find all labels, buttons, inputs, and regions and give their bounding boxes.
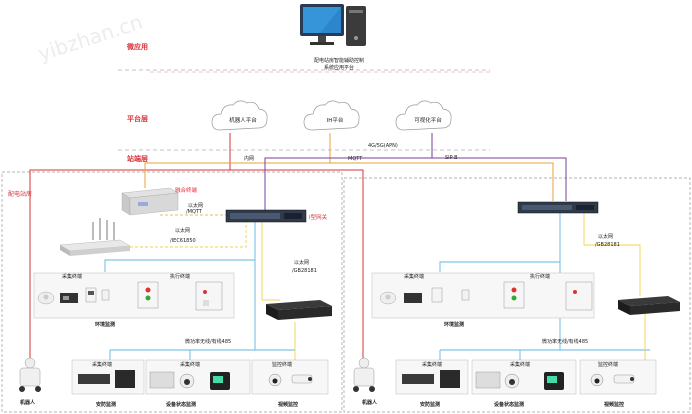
door-sensor-icon [101, 289, 110, 301]
red-link-left-robot [29, 133, 231, 360]
left-station-title: 配电站房 [8, 190, 32, 198]
link-rtu-gateway [130, 222, 247, 248]
collect-label-left: 采集终端 [62, 273, 82, 280]
iot-platform-cloud-icon [303, 100, 360, 131]
equip-collect-label-left: 采集终端 [180, 361, 200, 368]
app-platform-label-2: 系统应用平台 [324, 64, 354, 71]
robot-icon-right [353, 357, 375, 392]
eth-iec-label-1: 以太网 [175, 227, 190, 234]
robot-icon-left [19, 357, 41, 392]
orange-link-fusion [144, 133, 331, 188]
security-label-left: 安防监测 [96, 401, 116, 408]
equip-label-right: 设备状态监测 [494, 401, 524, 408]
purple-link-right [432, 157, 567, 201]
collect-label-right: 采集终端 [404, 273, 424, 280]
micro-label-right: 微功率无线/有线485 [542, 338, 588, 345]
security-host-icon-left [78, 370, 135, 388]
orange-link-right-gateway [330, 162, 554, 201]
env-label-right: 环境监测 [444, 321, 464, 328]
video-label-right: 视频监控 [604, 401, 624, 408]
equip-label-left: 设备状态监测 [166, 401, 196, 408]
security-collect-label-left: 采集终端 [92, 361, 112, 368]
eth-gb-label-right-2: /GB28181 [595, 242, 620, 248]
robot-platform-label: 机器人平台 [229, 116, 257, 124]
security-label-right: 安防监测 [420, 401, 440, 408]
robot-label-left: 机器人 [19, 399, 36, 406]
video-label-left: 视频监控 [278, 401, 298, 408]
gateway-label: I型网关 [309, 213, 328, 221]
security-collect-label-right: 采集终端 [422, 361, 442, 368]
fusion-terminal-device [121, 187, 179, 216]
link-right-gateway-nvr [583, 213, 641, 296]
link-label-intranet: 内网 [244, 155, 254, 162]
layer-label-station: 站端层 [127, 154, 148, 163]
execute-box-icon [195, 281, 223, 311]
eth-gb-label-1: 以太网 [294, 259, 309, 266]
app-platform-label-1: 配电站房智能辅助控制 [314, 57, 364, 64]
eth-mqtt-label-1: 以太网 [188, 202, 203, 209]
layer-label-platform: 平台层 [127, 114, 148, 123]
blue-bus-left-env [104, 222, 256, 272]
link-label-sip: SIP-B [445, 155, 458, 161]
layer-label-app: 微应用 [126, 42, 148, 51]
red-link-right-robot [230, 169, 364, 360]
eth-gb-label-2: /GB28181 [292, 268, 317, 274]
gateway-device [225, 209, 307, 223]
video-terminal-label-left: 监控终端 [272, 361, 292, 368]
execute-label-right: 执行终端 [530, 273, 550, 280]
temp-humidity-sensor-icon [85, 287, 97, 303]
water-sensor-icon [60, 293, 78, 303]
computer-icon [300, 4, 366, 46]
fusion-terminal-label: 融合终端 [175, 186, 198, 194]
watermark: yibzhan.cn [35, 10, 145, 66]
visual-platform-label: 可视化平台 [414, 116, 442, 124]
nvr-device-left [266, 300, 332, 320]
security-host-icon-right [402, 370, 460, 388]
camera-icon-left [268, 373, 313, 387]
robot-label-right: 机器人 [361, 399, 378, 406]
blue-bus-right-env [439, 213, 561, 272]
camera-icon-right [590, 373, 635, 387]
iot-platform-label: IH平台 [327, 116, 344, 124]
link-gateway-nvr [261, 222, 280, 301]
execute-label-left: 执行终端 [170, 273, 190, 280]
nvr-device-right [618, 296, 680, 315]
micro-label-left: 微功率无线/有线485 [185, 338, 231, 345]
link-label-mqtt: MQTT [348, 156, 363, 162]
visual-platform-cloud-icon [395, 100, 452, 131]
purple-link-left [264, 133, 433, 210]
robot-platform-cloud-icon [211, 100, 268, 131]
eth-mqtt-label-2: /MQTT [186, 209, 203, 215]
env-sensors-icon-right [379, 287, 470, 305]
execute-boxes-icon-right [503, 281, 593, 311]
rtu-antenna-device [59, 218, 131, 256]
video-terminal-label-right: 监控终端 [598, 361, 618, 368]
eth-gb-label-right-1: 以太网 [598, 233, 613, 240]
control-box-icon [137, 281, 159, 309]
smoke-sensor-icon [37, 291, 55, 305]
eth-iec-label-2: /IEC61850 [170, 238, 196, 244]
video-group-left [251, 359, 329, 395]
link-label-4g: 4G/5G(APN) [368, 143, 398, 149]
equip-devices-icon-left [149, 371, 230, 390]
env-label-left: 环境监测 [95, 321, 115, 328]
gateway-device-right [517, 201, 599, 214]
equip-collect-label-right: 采集终端 [510, 361, 530, 368]
equip-devices-icon-right [475, 371, 564, 390]
